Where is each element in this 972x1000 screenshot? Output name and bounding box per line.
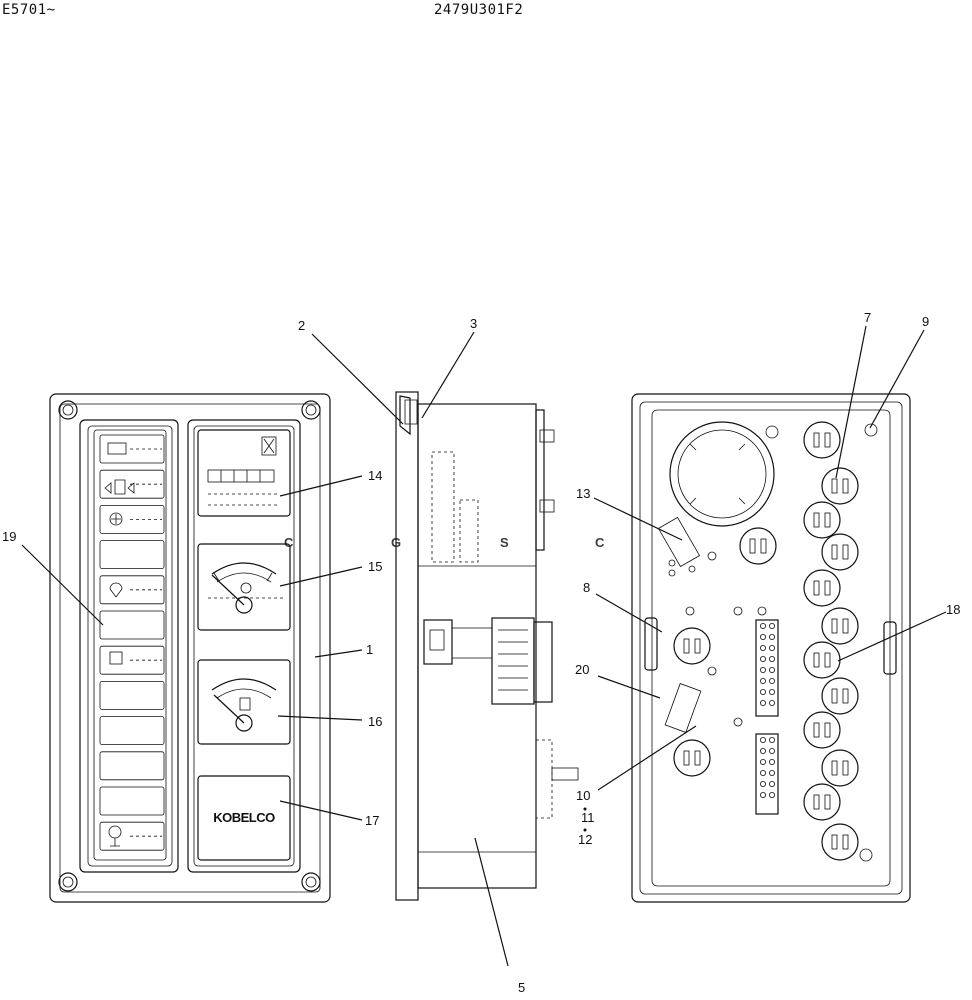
coolant-needle [211, 574, 245, 606]
connector-socket [821, 467, 859, 505]
indicator-cell [99, 681, 165, 710]
connector-socket [803, 783, 841, 821]
fuel-needle [213, 694, 245, 724]
callout-13: 13 [576, 486, 590, 501]
connector-socket [803, 501, 841, 539]
callout-18: 18 [946, 602, 960, 617]
battery-icon [107, 442, 127, 455]
indicator-strip [79, 419, 179, 873]
callout-15: 15 [368, 559, 382, 574]
gauge-column: KOBELCO [187, 419, 301, 873]
fuel-pump-icon [239, 697, 251, 711]
front-panel-view: KOBELCO [49, 393, 331, 903]
connector-socket [803, 641, 841, 679]
callout-5: 5 [518, 980, 525, 995]
connector-socket [673, 627, 711, 665]
callout-19: 19 [2, 529, 16, 544]
coolant-icon [109, 582, 123, 598]
kobelco-logo: KOBELCO [213, 810, 275, 825]
charge-icon [109, 512, 123, 526]
callout-14: 14 [368, 468, 382, 483]
coolant-temperature-gauge [197, 543, 291, 631]
indicator-cell [99, 540, 165, 569]
connector-socket [739, 527, 777, 565]
oil-pressure-icon [104, 479, 135, 495]
connector-socket [803, 421, 841, 459]
callout-17: 17 [365, 813, 379, 828]
callout-11: 11 [581, 810, 595, 825]
connector-socket [803, 569, 841, 607]
fuel-icon [109, 651, 123, 665]
indicator-cell [99, 469, 165, 499]
rear-panel-view [631, 393, 911, 903]
callout-10: 10 [576, 788, 590, 803]
header-drawing-number: 2479U301F2 [434, 2, 524, 18]
fuel-gauge [197, 659, 291, 745]
callout-16: 16 [368, 714, 382, 729]
indicator-cell [99, 786, 165, 816]
callout-20: 20 [575, 662, 589, 677]
connector-socket [803, 711, 841, 749]
hour-meter [197, 429, 291, 517]
connector-socket [821, 823, 859, 861]
indicator-cell [99, 610, 165, 640]
watermark-letter-s: S [500, 535, 509, 550]
connector-socket [821, 677, 859, 715]
indicator-cell [99, 716, 165, 745]
connector-socket [821, 607, 859, 645]
cgsc-watermark: C G S C [284, 535, 605, 550]
center-boss [669, 421, 775, 527]
connector-socket [673, 739, 711, 777]
callout-12: 12 [578, 832, 592, 847]
brand-plate: KOBELCO [197, 775, 291, 861]
hourglass-icon [261, 436, 277, 456]
side-profile-view [395, 391, 579, 901]
header-left-code: E5701~ [2, 2, 56, 18]
indicator-cell [99, 504, 165, 534]
callout-1: 1 [366, 642, 373, 657]
indicator-cell [99, 575, 165, 605]
watermark-letter-g: G [391, 535, 401, 550]
callout-9: 9 [922, 314, 929, 329]
watermark-letter-c1: C [284, 535, 294, 550]
indicator-cell [99, 434, 165, 464]
preheat-icon [108, 825, 122, 839]
connector-socket [821, 749, 859, 787]
connector-socket [821, 533, 859, 571]
indicator-cell [99, 751, 165, 781]
thermometer-icon [240, 582, 252, 594]
callout-8: 8 [583, 580, 590, 595]
callout-2: 2 [298, 318, 305, 333]
watermark-letter-c2: C [595, 535, 605, 550]
indicator-cell [99, 821, 165, 851]
indicator-cell [99, 645, 165, 675]
callout-3: 3 [470, 316, 477, 331]
callout-labels: 2 3 7 9 14 13 19 15 8 18 1 20 16 10 11 1… [2, 310, 960, 995]
callout-7: 7 [864, 310, 871, 325]
leader-lines [21, 325, 947, 967]
